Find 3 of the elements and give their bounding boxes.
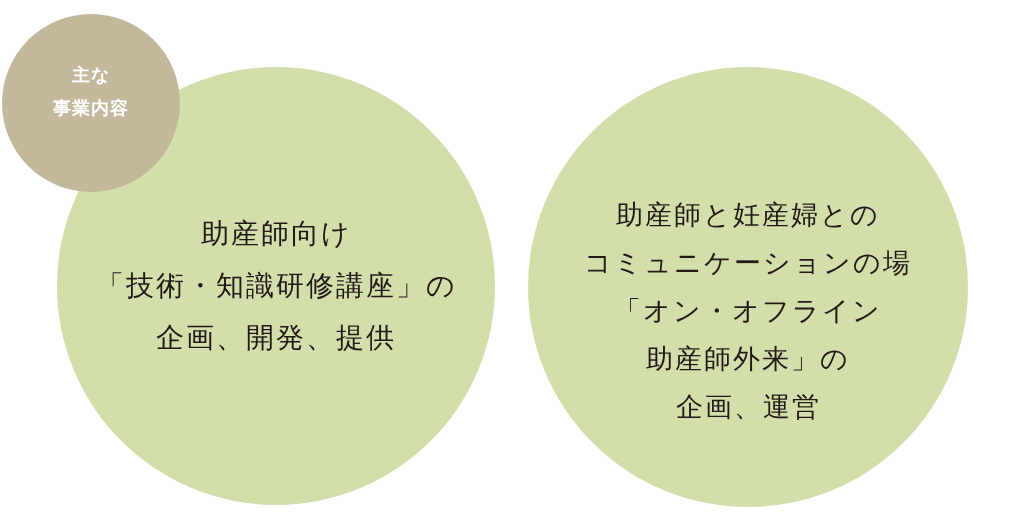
topic-text: 助産師と妊産婦とのコミュニケーションの場「オン・オフライン助産師外来」の企画、運営 (584, 198, 912, 424)
topic-text: 助産師向け「技術・知識研修講座」の企画、開発、提供 (95, 216, 457, 356)
heading-text: 主な事業内容 (53, 63, 129, 120)
